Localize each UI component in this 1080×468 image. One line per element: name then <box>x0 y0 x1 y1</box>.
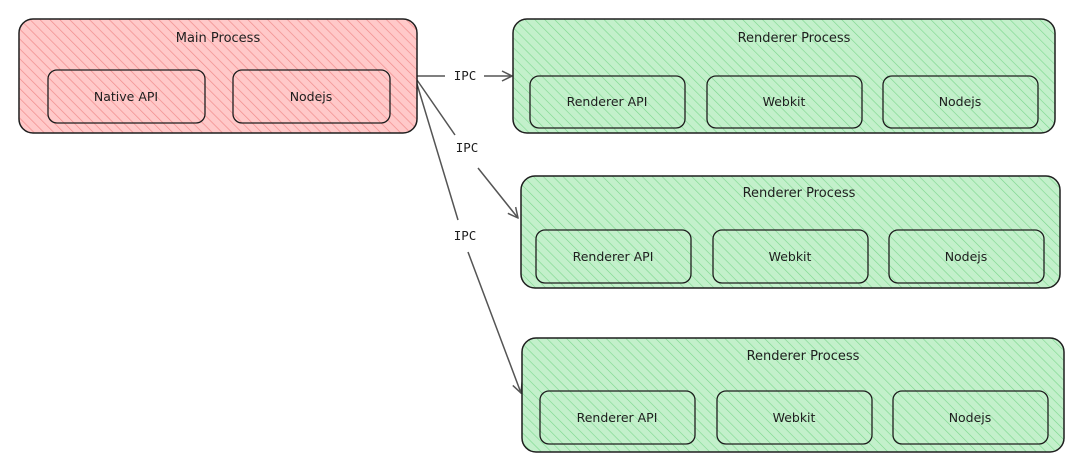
renderer-module-webkit: Webkit <box>712 229 869 284</box>
renderer-module-nodejs: Nodejs <box>882 75 1039 129</box>
main-module-native-api: Native API <box>47 69 206 124</box>
main-process-box: Main Process Native API Nodejs <box>18 18 418 134</box>
renderer-module-webkit: Webkit <box>706 75 863 129</box>
renderer-process-box-2: Renderer Process Renderer API Webkit Nod… <box>520 175 1061 289</box>
renderer-process-box-1: Renderer Process Renderer API Webkit Nod… <box>512 18 1056 134</box>
renderer-module-label: Renderer API <box>567 94 648 109</box>
renderer-module-label: Nodejs <box>945 249 988 264</box>
renderer-process-title: Renderer Process <box>743 186 856 201</box>
main-module-label: Native API <box>94 89 158 104</box>
ipc-label-2: IPC <box>456 140 479 155</box>
renderer-module-webkit: Webkit <box>716 390 873 445</box>
renderer-module-label: Nodejs <box>939 94 982 109</box>
renderer-module-label: Webkit <box>773 410 816 425</box>
ipc-label-1: IPC <box>454 68 477 83</box>
ipc-connection-1: IPC <box>417 68 512 83</box>
renderer-module-renderer-api: Renderer API <box>539 390 696 445</box>
renderer-module-nodejs: Nodejs <box>892 390 1049 445</box>
ipc-arrow-2 <box>416 79 518 218</box>
renderer-process-title: Renderer Process <box>738 31 851 46</box>
ipc-arrow-3 <box>416 83 521 393</box>
renderer-process-title: Renderer Process <box>747 349 860 364</box>
renderer-module-label: Webkit <box>763 94 806 109</box>
ipc-connection-2: IPC <box>416 79 518 218</box>
renderer-module-renderer-api: Renderer API <box>529 75 686 129</box>
renderer-module-nodejs: Nodejs <box>888 229 1045 284</box>
renderer-module-label: Renderer API <box>577 410 658 425</box>
main-module-nodejs: Nodejs <box>232 69 391 124</box>
ipc-label-3: IPC <box>454 228 477 243</box>
renderer-process-box-3: Renderer Process Renderer API Webkit Nod… <box>521 337 1065 453</box>
renderer-module-label: Webkit <box>769 249 812 264</box>
ipc-connections: IPC IPC IPC <box>416 68 521 393</box>
renderer-module-renderer-api: Renderer API <box>535 229 692 284</box>
renderer-module-label: Nodejs <box>949 410 992 425</box>
renderer-module-label: Renderer API <box>573 249 654 264</box>
main-module-label: Nodejs <box>290 89 333 104</box>
ipc-connection-3: IPC <box>416 83 521 393</box>
main-process-title: Main Process <box>176 31 261 46</box>
